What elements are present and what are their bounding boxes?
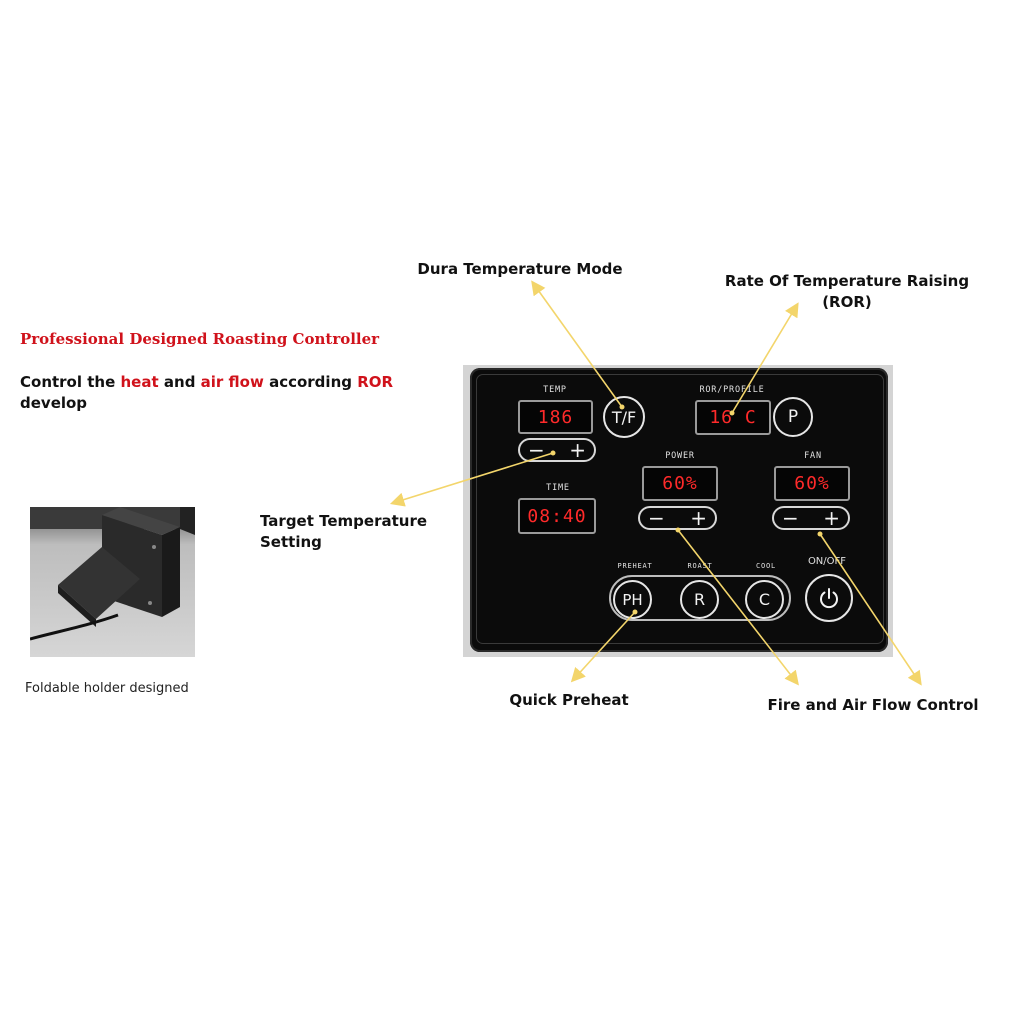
ror-display: 16 C bbox=[695, 400, 771, 435]
intro-description: Control the heat and air flow according … bbox=[20, 372, 440, 414]
mode-button-track bbox=[609, 575, 791, 621]
arrow-dura bbox=[531, 280, 623, 408]
temp-plus-button[interactable]: + bbox=[569, 438, 586, 462]
tf-button[interactable]: T/F bbox=[603, 396, 645, 438]
arrow-fire-fan bbox=[819, 533, 922, 686]
power-icon bbox=[820, 588, 838, 609]
photo-caption: Foldable holder designed bbox=[25, 681, 189, 696]
roast-button[interactable]: R bbox=[680, 580, 719, 619]
panel-frame bbox=[476, 374, 884, 644]
power-plus-button[interactable]: + bbox=[690, 506, 707, 530]
holder-photo bbox=[30, 507, 195, 657]
fan-minus-button[interactable]: − bbox=[782, 506, 799, 530]
temp-stepper[interactable]: − + bbox=[518, 438, 596, 462]
power-display: 60% bbox=[642, 466, 718, 501]
preheat-label: PREHEAT bbox=[617, 562, 653, 570]
callout-quick-preheat: Quick Preheat bbox=[509, 691, 629, 709]
preheat-button[interactable]: PH bbox=[613, 580, 652, 619]
fan-plus-button[interactable]: + bbox=[823, 506, 840, 530]
callout-fire-air-flow: Fire and Air Flow Control bbox=[767, 696, 979, 714]
intro-text-2: and bbox=[163, 373, 196, 391]
fan-display: 60% bbox=[774, 466, 850, 501]
time-label: TIME bbox=[546, 483, 570, 493]
intro-text-4: develop bbox=[20, 394, 88, 412]
cool-button[interactable]: C bbox=[745, 580, 784, 619]
profile-button[interactable]: P bbox=[773, 397, 813, 437]
power-minus-button[interactable]: − bbox=[648, 506, 665, 530]
callout-target-line-1: Target Temperature bbox=[260, 512, 428, 530]
fan-label: FAN bbox=[804, 451, 822, 461]
intro-text-3: according bbox=[269, 373, 352, 391]
onoff-button[interactable] bbox=[805, 574, 853, 622]
intro-title: Professional Designed Roasting Controlle… bbox=[20, 330, 380, 348]
callout-dura-temperature: Dura Temperature Mode bbox=[417, 260, 623, 278]
intro-text-1: Control the bbox=[20, 373, 116, 391]
temp-display: 186 bbox=[518, 400, 593, 434]
arrow-target bbox=[389, 452, 554, 507]
arrow-ror bbox=[731, 302, 799, 414]
cool-label: COOL bbox=[755, 562, 777, 570]
intro-heat: heat bbox=[120, 373, 159, 391]
callout-target-line-2: Setting bbox=[260, 533, 322, 551]
intro-ror: ROR bbox=[357, 373, 394, 391]
callout-ror-line-1: Rate Of Temperature Raising bbox=[724, 272, 970, 290]
callout-target-temperature: Target Temperature Setting bbox=[260, 511, 427, 553]
intro-airflow: air flow bbox=[200, 373, 264, 391]
fan-stepper[interactable]: − + bbox=[772, 506, 850, 530]
onoff-label: ON/OFF bbox=[807, 556, 847, 567]
temp-minus-button[interactable]: − bbox=[528, 438, 545, 462]
callout-ror: Rate Of Temperature Raising (ROR) bbox=[706, 271, 988, 313]
roast-label: ROAST bbox=[687, 562, 713, 570]
temp-label: TEMP bbox=[543, 385, 567, 395]
ror-label: ROR/PROFILE bbox=[699, 385, 765, 395]
arrow-preheat bbox=[570, 611, 636, 683]
power-label: POWER bbox=[665, 451, 695, 461]
time-display: 08:40 bbox=[518, 498, 596, 534]
arrow-fire-power bbox=[677, 529, 799, 686]
holder-illustration bbox=[30, 507, 195, 657]
callout-ror-line-2: (ROR) bbox=[822, 293, 872, 311]
